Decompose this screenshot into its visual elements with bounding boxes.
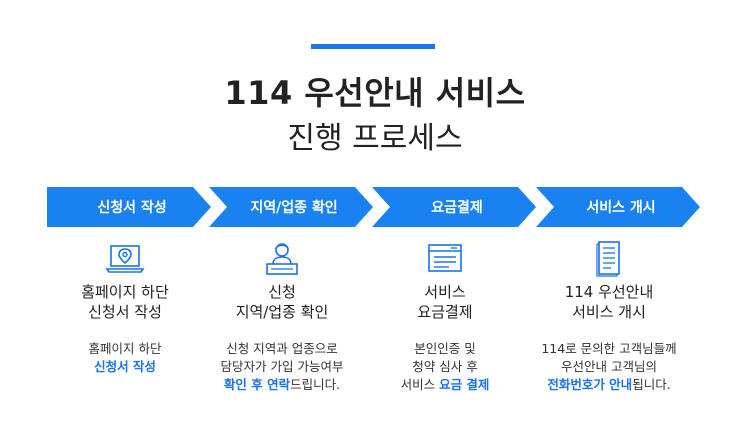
page-subtitle: 진행 프로세스 xyxy=(287,121,463,156)
step-arrow-label: 지역/업종 확인 xyxy=(250,200,338,216)
step-column-3: 서비스 요금결제 xyxy=(355,238,535,322)
step-arrow-1: 신청서 작성 xyxy=(47,187,211,227)
step-description-4: 114로 문의한 고객님들께 우선안내 고객님의 전화번호가 안내됩니다. xyxy=(541,341,677,392)
step-description-2: 신청 지역과 업종으로 담당자가 가입 가능여부 확인 후 연락드립니다. xyxy=(220,341,344,392)
process-arrows: 신청서 작성 지역/업종 확인 요금결제 서비스 개시 xyxy=(47,187,707,227)
step-arrow-4: 서비스 개시 xyxy=(536,187,700,227)
step-column-1: 홈페이지 하단 신청서 작성 xyxy=(35,238,215,322)
step-description-3: 본인인증 및 청약 심사 후 서비스 요금 결제 xyxy=(400,341,490,392)
step-column-2: 신청 지역/업종 확인 xyxy=(192,238,372,322)
step-arrow-label: 서비스 개시 xyxy=(586,200,656,216)
document-list-icon xyxy=(596,241,620,277)
step-description-1: 홈페이지 하단 신청서 작성 xyxy=(88,341,162,374)
step-title: 서비스 요금결제 xyxy=(417,283,473,321)
page-title: 114 우선안내 서비스 xyxy=(224,74,526,112)
top-accent-bar xyxy=(311,44,435,49)
step-title: 114 우선안내 서비스 개시 xyxy=(564,283,654,321)
operator-desk-icon xyxy=(266,243,298,275)
step-arrow-label: 요금결제 xyxy=(431,200,483,216)
step-column-4: 114 우선안내 서비스 개시 xyxy=(519,238,699,322)
step-arrow-3: 요금결제 xyxy=(372,187,536,227)
step-title: 신청 지역/업종 확인 xyxy=(235,283,329,321)
step-title: 홈페이지 하단 신청서 작성 xyxy=(81,283,169,321)
laptop-location-icon xyxy=(105,245,145,273)
payment-window-icon xyxy=(428,244,462,272)
step-arrow-2: 지역/업종 확인 xyxy=(209,187,373,227)
step-arrow-label: 신청서 작성 xyxy=(97,200,167,216)
